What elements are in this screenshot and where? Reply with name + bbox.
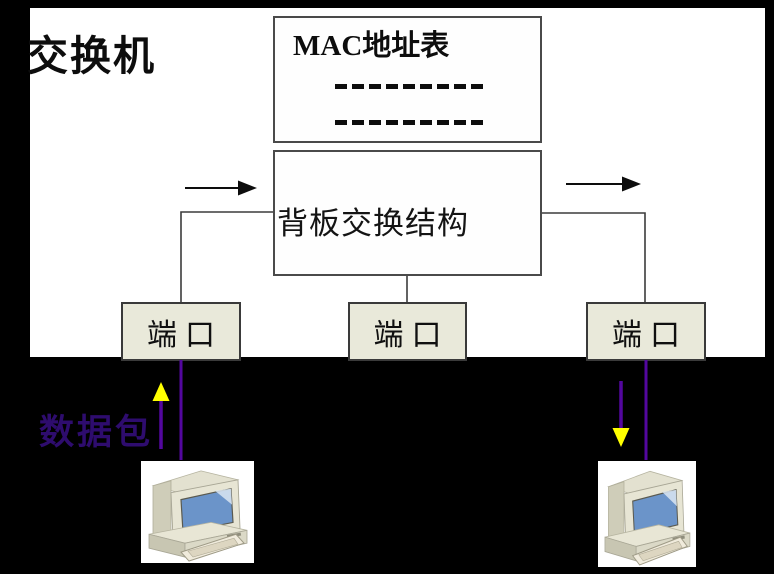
computer-icon	[141, 461, 254, 563]
packet-up-arrow-icon	[152, 382, 170, 449]
port-label: 端口	[373, 318, 450, 352]
mac-entry-row	[335, 120, 483, 125]
port-box-left: 端口	[121, 302, 241, 361]
desktop-pc-graphic	[148, 470, 248, 562]
port-label: 端口	[612, 318, 688, 352]
desktop-pc-graphic	[604, 470, 691, 566]
port-label: 端口	[147, 318, 223, 352]
port-box-right: 端口	[586, 302, 706, 361]
backplane-box: 背板交换结构	[273, 150, 542, 276]
mac-table-box: MAC地址表	[273, 16, 542, 143]
backplane-label: 背板交换结构	[277, 206, 469, 241]
mac-entry-row	[335, 84, 483, 89]
packet-label: 数据包	[39, 413, 154, 452]
switch-label: 交换机	[27, 33, 156, 79]
port-box-middle: 端口	[348, 302, 467, 361]
mac-table-title: MAC地址表	[293, 30, 450, 62]
computer-icon	[598, 461, 696, 567]
packet-down-arrow-icon	[612, 381, 630, 447]
